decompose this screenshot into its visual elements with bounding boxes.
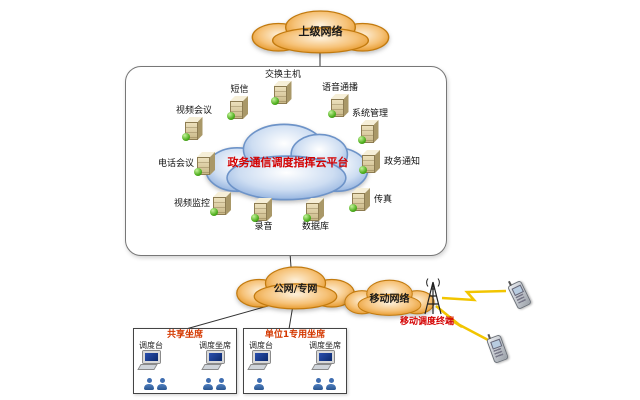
node-database: 数据库 [302, 198, 329, 232]
mobile-terminal-label: 移动调度终端 [400, 317, 455, 327]
server-icon [349, 188, 371, 212]
upper-network-cloud: 上级网络 [248, 6, 393, 56]
cloud-shape [205, 123, 369, 201]
server-icon [270, 81, 293, 105]
dispatch-console-icon [201, 351, 227, 370]
person-icon [144, 378, 154, 390]
seat-group-title: 共享坐席 [166, 330, 203, 340]
server-icon [251, 198, 273, 222]
server-icon [194, 152, 216, 176]
node-label: 数据库 [302, 222, 330, 232]
node-label: 录音 [254, 222, 273, 232]
node-video-surveillance: 视频监控 [174, 192, 232, 216]
node-system-management: 系统管理 [352, 110, 388, 144]
person-icon [254, 378, 264, 390]
server-icon [303, 198, 325, 222]
node-label: 短信 [230, 85, 249, 95]
node-recording: 录音 [251, 198, 273, 232]
dispatch-console: 调度台 [247, 341, 273, 370]
mobile-phone-icon [507, 280, 532, 310]
console-label: 调度坐席 [309, 341, 341, 350]
node-label: 政务通知 [384, 156, 421, 167]
person-icon [313, 378, 323, 390]
node-video-conference: 视频会议 [176, 107, 212, 141]
mobile-network-label: 移动网络 [369, 293, 410, 305]
dispatch-console: 调度坐席 [309, 341, 341, 370]
server-icon [227, 96, 249, 120]
node-label: 视频会议 [176, 106, 213, 116]
seat-group-title: 单位1专用坐席 [264, 330, 326, 340]
node-exchange-host: 交换主机 [265, 71, 301, 105]
server-icon [359, 150, 381, 174]
console-label: 调度台 [139, 341, 163, 350]
person-icon [216, 378, 226, 390]
server-icon [327, 94, 350, 118]
cloud-shape [236, 266, 355, 310]
server-icon [181, 117, 204, 141]
node-label: 传真 [374, 194, 393, 205]
node-sms: 短信 [227, 85, 249, 120]
node-label: 语音通播 [322, 83, 359, 93]
server-icon [210, 192, 232, 216]
console-label: 调度坐席 [199, 341, 231, 350]
antenna-tower-icon [424, 278, 442, 315]
public-network-label: 公网/专网 [273, 283, 318, 295]
dispatch-console-icon [247, 351, 273, 370]
dispatch-console: 调度台 [137, 341, 163, 370]
platform-cloud: 政务通信调度指挥云平台 [202, 116, 374, 208]
node-gov-notice: 政务通知 [359, 150, 421, 174]
node-fax: 传真 [349, 188, 393, 212]
dispatch-console-icon [137, 351, 163, 370]
public-network-cloud: 公网/专网 [233, 262, 358, 312]
mobile-phone-icon [486, 333, 509, 364]
node-label: 视频监控 [174, 198, 211, 209]
person-icon [326, 378, 336, 390]
seat-group-shared: 共享坐席 调度台 调度坐席 [133, 328, 237, 394]
node-label: 系统管理 [352, 109, 389, 119]
cloud-shape [251, 10, 390, 54]
cloud-shape [344, 279, 435, 316]
server-icon [357, 120, 380, 144]
node-phone-conference: 电话会议 [158, 152, 216, 176]
platform-name-label: 政务通信调度指挥云平台 [227, 156, 349, 169]
seat-group-unit1: 单位1专用坐席 调度台 调度坐席 [243, 328, 347, 394]
node-voice-broadcast: 语音通播 [322, 84, 358, 118]
upper-network-label: 上级网络 [298, 25, 343, 38]
mobile-network-cloud: 移动网络 [342, 276, 437, 318]
person-icon [203, 378, 213, 390]
dispatch-console: 调度坐席 [199, 341, 231, 370]
console-label: 调度台 [249, 341, 273, 350]
dispatch-console-icon [311, 351, 337, 370]
node-label: 电话会议 [158, 158, 195, 169]
node-label: 交换主机 [265, 70, 302, 80]
person-icon [157, 378, 167, 390]
